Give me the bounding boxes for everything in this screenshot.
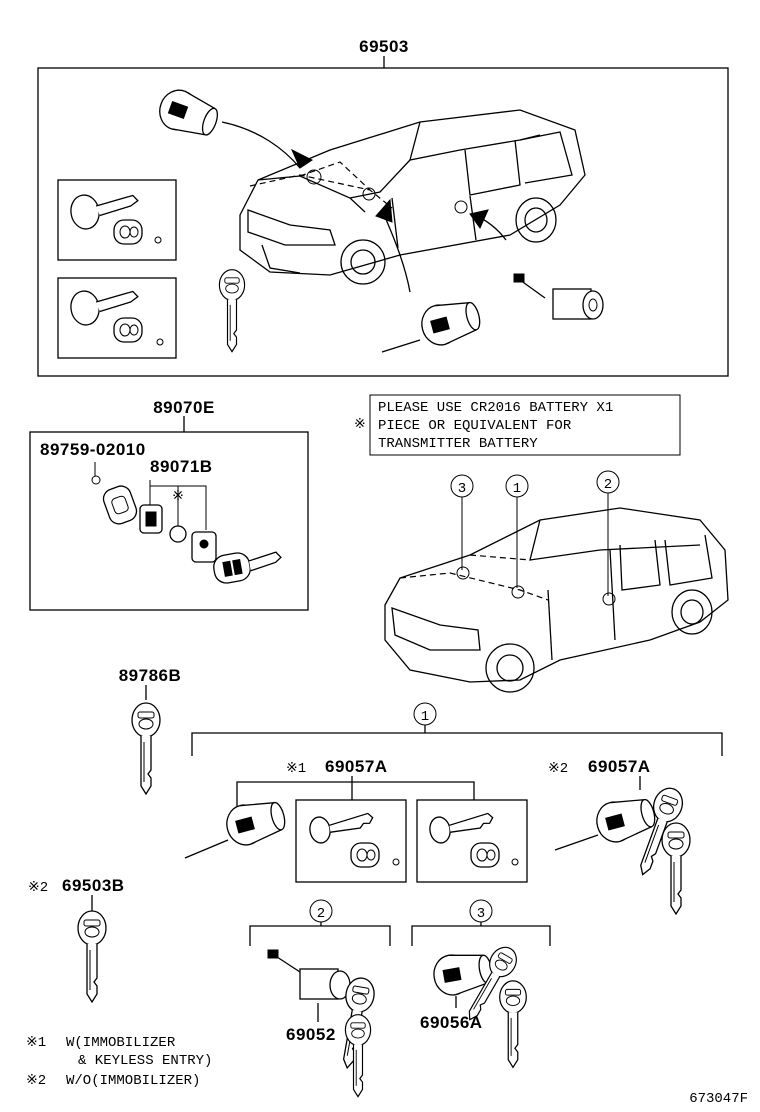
ignition-cylinder-icon [221,794,290,850]
key-icon [131,702,161,795]
part-89759-02010-label: 89759-02010 [40,440,146,459]
legend-mark-1: ※1 [26,1035,46,1051]
assembly-box-69503 [37,67,729,377]
figure-id: 673047F [689,1091,748,1107]
lock-point-marker [306,169,322,185]
group-bracket-3 [411,925,551,946]
part-69052-label: 69052 [286,1025,336,1044]
group-bracket-2 [249,925,391,946]
lock-point-marker [511,585,525,599]
door-rod-end [513,273,525,283]
legend-row2-line1: W/O(IMMOBILIZER) [66,1073,200,1089]
door-rod [519,279,546,299]
key-icon [77,910,107,1003]
key-icon [70,194,139,230]
circled-ref-3: 3 [450,474,474,498]
screw-icon [392,858,400,866]
key-icon [218,269,246,353]
arrow-head [290,148,313,169]
ref-mark-1: ※1 [286,761,306,777]
key-set-box-4 [416,799,528,883]
arrow [221,121,301,169]
screw-icon [154,236,162,244]
screw-icon [511,858,519,866]
ref-mark-2: ※2 [548,761,568,777]
assembly-box-89070E [29,431,309,611]
door-lock-cylinder-icon [153,84,224,144]
door-lock-cylinder-icon [299,968,351,1000]
part-69057A-label-1: 69057A [325,757,388,776]
key-set-box-3 [295,799,407,883]
key-icon [499,980,527,1068]
svg-text:3: 3 [477,906,485,922]
chip-icon [145,511,157,527]
battery-note-line2: PIECE OR EQUIVALENT FOR [378,418,572,434]
door-lock-cylinder-icon [552,288,604,320]
screw-icon [156,338,164,346]
svg-text:3: 3 [458,481,466,497]
lock-point-marker [362,187,376,201]
circled-ref-1: 1 [505,474,529,498]
group-bracket [236,781,475,812]
note-mark: ※ [354,417,366,433]
ignition-wire [381,339,421,353]
battery-icon [169,525,187,543]
battery-note-line3: TRANSMITTER BATTERY [378,436,538,452]
transmitter-housing-icon [102,485,138,525]
ignition-cylinder-icon [416,294,485,350]
transmitter-icon [113,317,143,343]
battery-note-box [369,394,681,456]
arrow-head [375,198,393,223]
group-ref-2: 2 [309,899,333,923]
legend-row1-line1: W(IMMOBILIZER [66,1035,176,1051]
group-ref-1: 1 [413,702,437,726]
transmitter-icon [350,842,380,868]
arrow-head [469,209,489,230]
transmitter-icon [470,842,500,868]
vehicle-outline-top [239,109,586,285]
svg-text:2: 2 [317,906,325,922]
ignition-wire [184,839,229,859]
ignition-cylinder-icon [591,791,660,847]
svg-text:1: 1 [513,481,521,497]
transmitter-icon [113,219,143,245]
vehicle-outline-bottom [384,507,729,693]
group-ref-3: 3 [469,899,493,923]
key-icon [307,807,377,846]
screw-icon [91,475,101,485]
part-89071B-label: 89071B [150,457,213,476]
svg-text:1: 1 [421,709,429,725]
battery-reference-mark: ※ [172,489,184,505]
part-89786B-label: 89786B [119,666,182,685]
group-bracket-1 [191,732,723,756]
key-icon [70,290,139,326]
button-icon [199,539,209,549]
key-set-box-1 [57,179,177,261]
svg-text:2: 2 [604,477,612,493]
key-set-box-2 [57,277,177,359]
part-69503B-label: 69503B [62,876,125,895]
key-icon [661,822,691,915]
lock-point-marker [454,200,468,214]
lock-point-marker [602,592,616,606]
ref-mark-2: ※2 [28,880,48,896]
part-89070E-label: 89070E [153,398,215,417]
ignition-wire [554,834,599,851]
battery-note-line1: PLEASE USE CR2016 BATTERY X1 [378,400,613,416]
circled-ref-2: 2 [596,470,620,494]
arrow [381,209,411,293]
legend-mark-2: ※2 [26,1073,46,1089]
legend-row1-line2: & KEYLESS ENTRY) [78,1053,212,1069]
part-69056A-label: 69056A [420,1013,483,1032]
door-rod-end [267,949,279,959]
key-fob-icon [213,551,282,584]
part-69057A-label-2: 69057A [588,757,651,776]
lock-point-marker [456,566,470,580]
key-icon [427,807,497,846]
part-69503-label: 69503 [359,37,409,56]
